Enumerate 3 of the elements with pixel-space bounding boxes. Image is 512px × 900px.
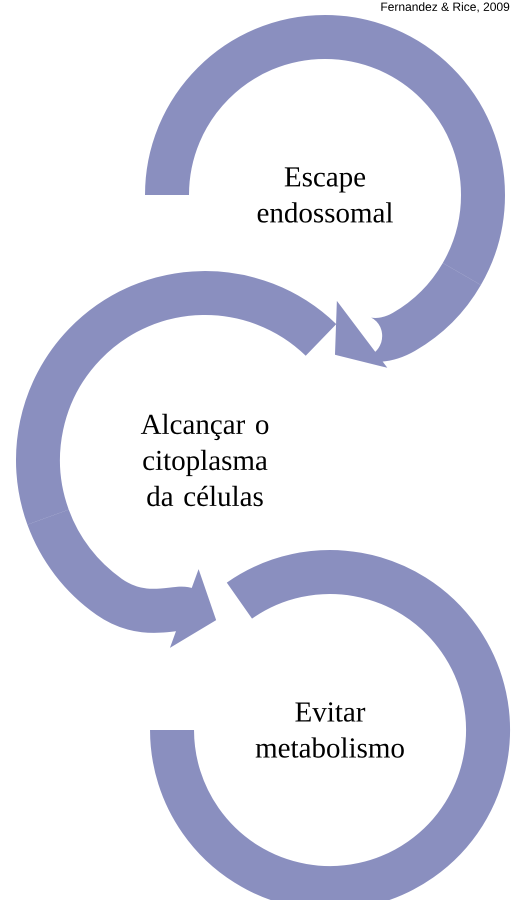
step-text: Escape endossomal xyxy=(258,167,393,223)
step-text: Alcançar o citoplasma da células xyxy=(140,414,268,506)
step-text: Evitar metabolismo xyxy=(256,702,404,758)
